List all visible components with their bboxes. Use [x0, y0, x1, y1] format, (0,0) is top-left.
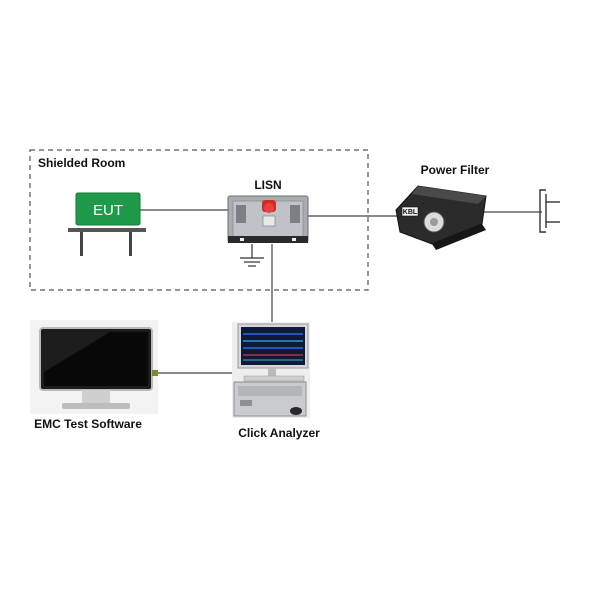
power-filter-label: Power Filter: [421, 163, 490, 177]
shielded-room-boundary: [29, 149, 369, 291]
click-analyzer-label: Click Analyzer: [238, 426, 320, 440]
lisn-unit-icon: [227, 195, 309, 243]
analyzer-workstation-icon: [232, 322, 310, 418]
shielded-room-label: Shielded Room: [38, 156, 125, 170]
emc-software-label: EMC Test Software: [34, 417, 142, 431]
lisn-label: LISN: [254, 178, 281, 192]
eut-device-icon: EUT: [68, 192, 146, 256]
monitor-icon: [30, 320, 158, 414]
eut-label: EUT: [93, 202, 123, 219]
power-filter-icon: KBL: [395, 185, 487, 250]
ground-icon: [240, 244, 264, 267]
power-plug-icon: [539, 189, 560, 233]
power-filter-brand: KBL: [403, 209, 418, 216]
